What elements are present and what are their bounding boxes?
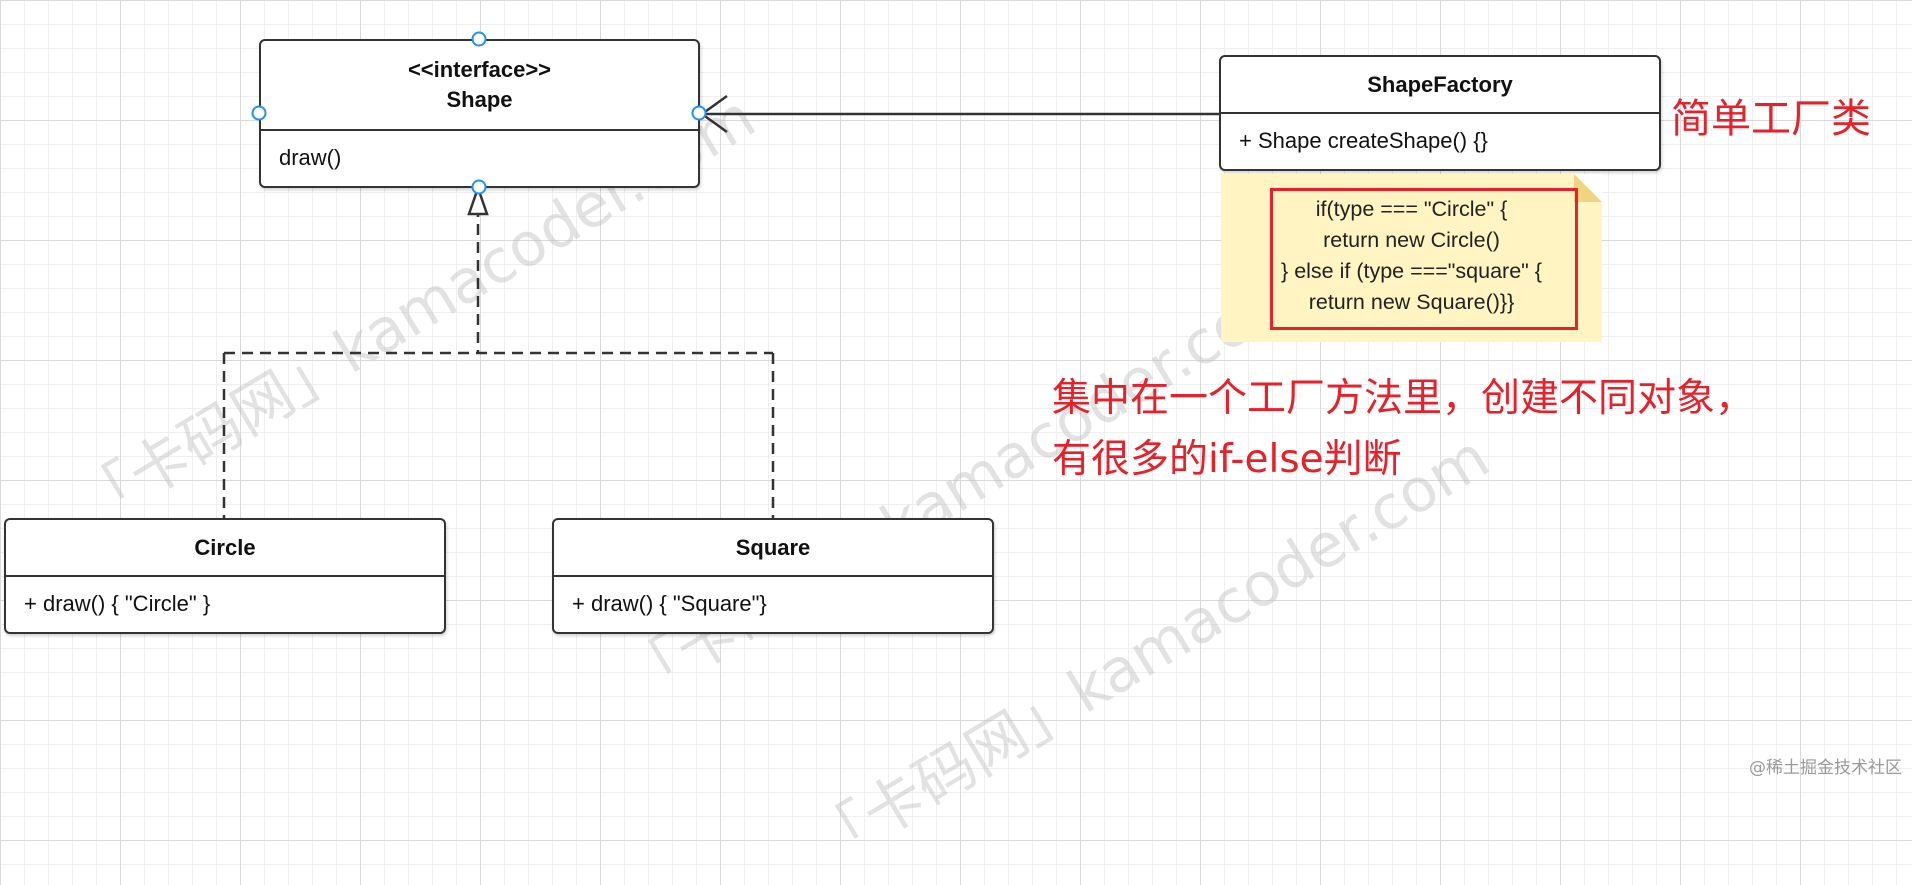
shape-interface-methods: draw(): [261, 131, 698, 185]
note-code-text: if(type === "Circle" { return new Circle…: [1221, 194, 1602, 318]
factory-label: 简单工厂类: [1671, 96, 1871, 142]
credit-text: @稀土掘金技术社区: [1749, 758, 1902, 778]
method-signature: draw(): [279, 145, 342, 170]
class-name: Shape: [446, 87, 513, 112]
interface-stereotype: <<interface>>: [407, 57, 552, 82]
hollow-triangle-arrowhead: [467, 184, 489, 216]
code-line: return new Square()}}: [1308, 290, 1515, 314]
square-class-header: Square: [554, 520, 992, 577]
description-line-2: 有很多的if-else判断: [1052, 437, 1402, 482]
class-name: ShapeFactory: [1367, 71, 1513, 97]
method-signature: + draw() { "Circle" }: [24, 591, 211, 616]
connector-layer: [222, 94, 1219, 518]
square-class-box[interactable]: Square + draw() { "Square"}: [552, 518, 994, 634]
description-line-1: 集中在一个工厂方法里，创建不同对象，: [1052, 376, 1755, 421]
realization-lines[interactable]: [222, 206, 775, 518]
code-line: return new Circle(): [1323, 228, 1500, 252]
circle-class-methods: + draw() { "Circle" }: [6, 577, 444, 631]
method-signature: + Shape createShape() {}: [1239, 128, 1488, 153]
note-highlight-box: [1270, 188, 1578, 330]
circle-class-header: Circle: [6, 520, 444, 577]
method-signature: + draw() { "Square"}: [572, 591, 767, 616]
shape-interface-box[interactable]: <<interface>> Shape draw(): [259, 39, 700, 188]
code-note[interactable]: [1221, 174, 1602, 342]
class-name: Circle: [194, 534, 256, 560]
shape-factory-header: ShapeFactory: [1221, 57, 1659, 114]
class-name: Square: [735, 534, 811, 560]
square-class-methods: + draw() { "Square"}: [554, 577, 992, 631]
note-fold-corner: [1574, 174, 1602, 202]
code-line: if(type === "Circle" {: [1315, 197, 1508, 221]
circle-class-box[interactable]: Circle + draw() { "Circle" }: [4, 518, 446, 634]
code-line: } else if (type ==="square" {: [1281, 259, 1542, 283]
uml-diagram: 「卡码网」kamacoder.com 「卡码网」kamacoder.com 「卡…: [4, 31, 1902, 882]
shape-factory-methods: + Shape createShape() {}: [1221, 114, 1659, 168]
shape-interface-header: <<interface>> Shape: [261, 41, 698, 131]
shape-factory-box[interactable]: ShapeFactory + Shape createShape() {}: [1219, 55, 1661, 171]
